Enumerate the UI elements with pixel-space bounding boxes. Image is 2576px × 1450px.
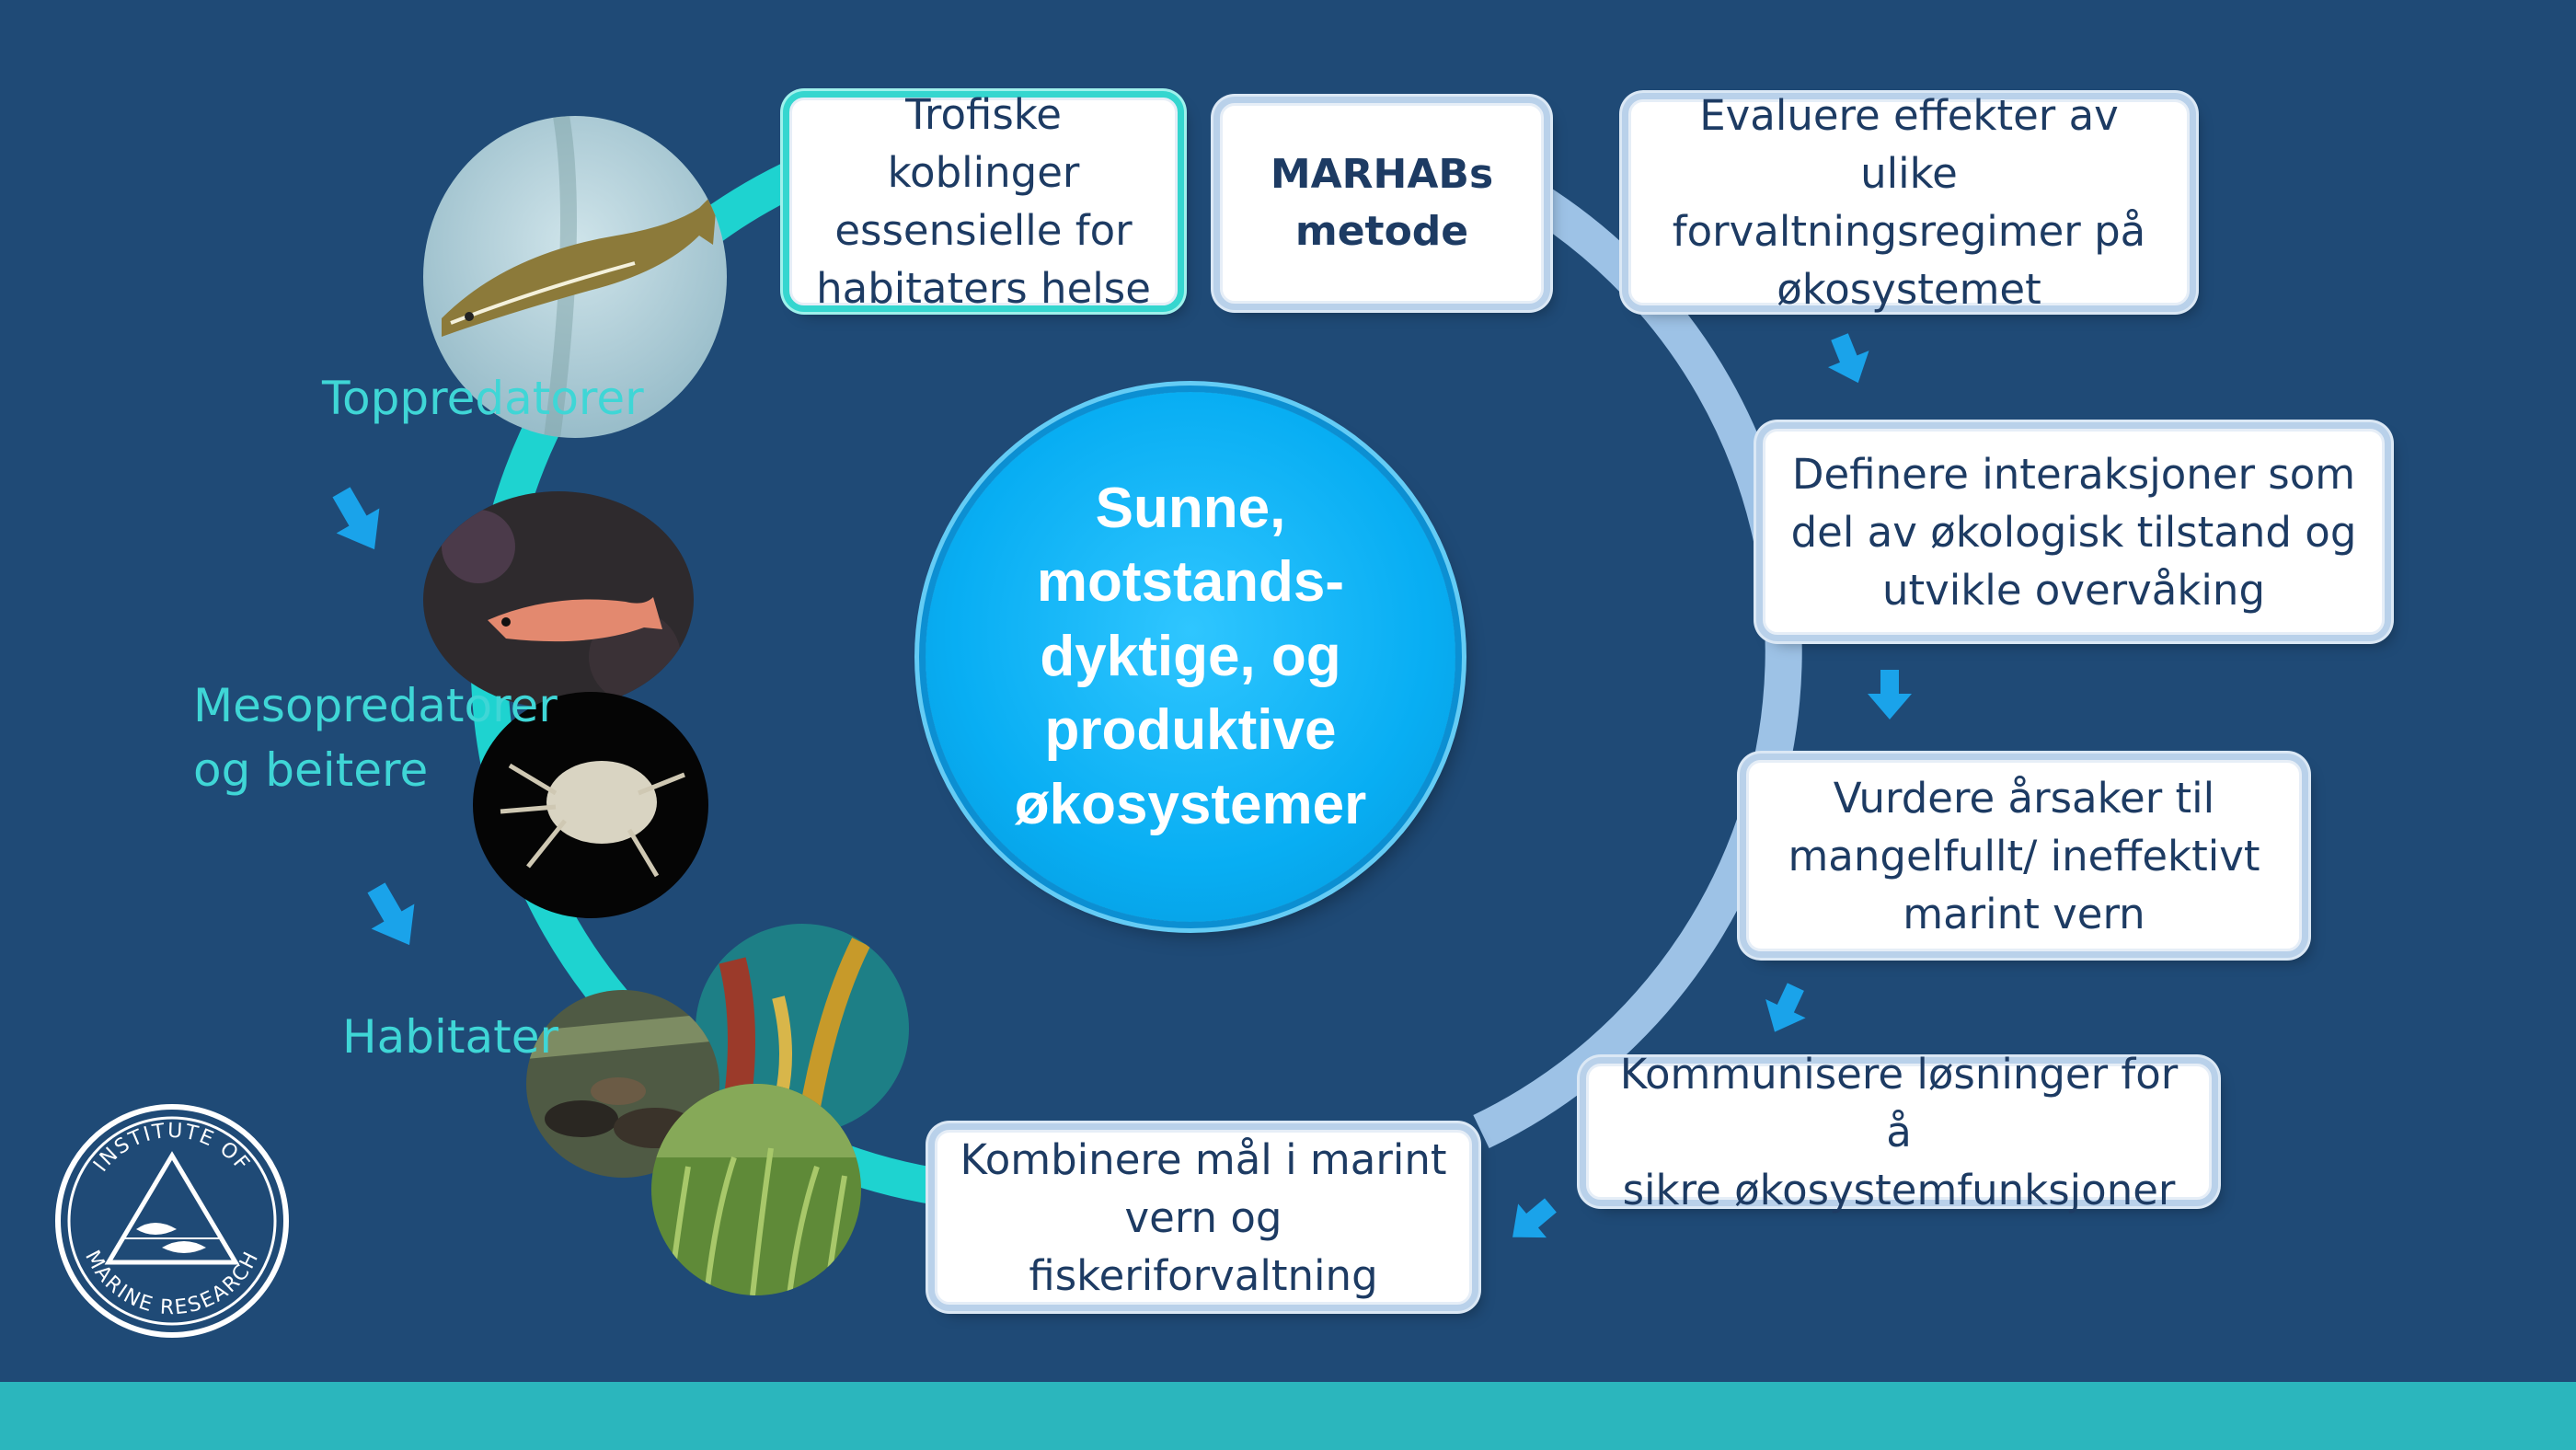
step-text-combine: Kombinere mål i marint vern og fiskerifo…: [960, 1134, 1447, 1300]
trophic-links-box: Trofiske koblinger essensielle for habit…: [789, 90, 1178, 313]
step-box-communicate: Kommunisere løsninger for å sikre økosys…: [1586, 1050, 2212, 1214]
method-box: MARHABs metode: [1220, 103, 1544, 304]
svg-text:MARINE RESEARCH: MARINE RESEARCH: [80, 1247, 264, 1319]
label-top-predators: Toppredatorer: [322, 372, 644, 425]
bottom-band: [0, 1382, 2576, 1450]
center-circle: Sunne, motstands- dyktige, og produktive…: [926, 392, 1455, 922]
step-text-define: Definere interaksjoner som del av økolog…: [1790, 449, 2357, 615]
step-text-assess: Vurdere årsaker til mangelfullt/ ineffek…: [1788, 773, 2260, 938]
step-text-evaluate: Evaluere effekter av ulike forvaltningsr…: [1672, 91, 2146, 314]
down-arrow-icon: [1868, 670, 1912, 719]
step-box-combine: Kombinere mål i marint vern og fiskerifo…: [935, 1130, 1472, 1305]
label-mesopredators: Mesopredatorer og beitere: [193, 679, 558, 797]
down-arrow-icon: [332, 487, 380, 550]
step-text-communicate: Kommunisere løsninger for å sikre økosys…: [1619, 1049, 2179, 1214]
label-habitats: Habitater: [342, 1010, 559, 1064]
light-ring-arc: [1473, 167, 1802, 1149]
wrasse-photo: [423, 491, 694, 708]
amphipod-photo: [473, 692, 708, 918]
svg-text:INSTITUTE OF: INSTITUTE OF: [89, 1120, 254, 1177]
step-box-evaluate: Evaluere effekter av ulike forvaltningsr…: [1628, 91, 2190, 314]
step-box-assess: Vurdere årsaker til mangelfullt/ ineffek…: [1746, 760, 2302, 951]
trophic-links-text: Trofiske koblinger essensielle for habit…: [816, 90, 1151, 313]
down-arrow-icon: [1512, 1198, 1557, 1238]
seagrass-photo: [651, 1084, 861, 1295]
down-arrow-icon: [1765, 983, 1806, 1032]
method-text: MARHABs metode: [1270, 151, 1494, 255]
down-arrow-icon: [1827, 333, 1869, 384]
cod-photo: [423, 116, 727, 438]
imr-logo: INSTITUTE OF MARINE RESEARCH: [55, 1104, 289, 1338]
center-text: Sunne, motstands- dyktige, og produktive…: [1014, 476, 1367, 836]
step-box-define: Definere interaksjoner som del av økolog…: [1763, 429, 2385, 635]
down-arrow-icon: [367, 882, 415, 946]
